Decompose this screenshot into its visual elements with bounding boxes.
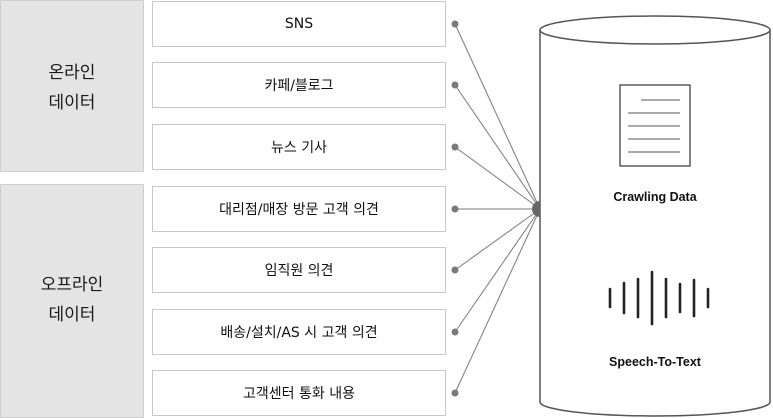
online-label-line2: 데이터 bbox=[48, 93, 96, 113]
connector-news bbox=[454, 146, 541, 210]
online-group-label: 온라인 데이터 bbox=[0, 58, 144, 118]
source-delivery-as: 배송/설치/AS 시 고객 의견 bbox=[152, 309, 446, 355]
crawling-data-label: Crawling Data bbox=[613, 190, 697, 204]
source-cafe-blog: 카페/블로그 bbox=[152, 62, 446, 108]
audio-waveform-icon bbox=[608, 270, 710, 326]
connector-delivery-as bbox=[454, 208, 541, 333]
connector-hub bbox=[532, 201, 540, 217]
connector-sns bbox=[454, 23, 541, 210]
source-employee: 임직원 의견 bbox=[152, 247, 446, 293]
online-data-group bbox=[0, 0, 144, 172]
offline-label-line1: 오프라인 bbox=[40, 275, 104, 295]
source-sns: SNS bbox=[152, 1, 446, 47]
source-news: 뉴스 기사 bbox=[152, 124, 446, 170]
connector-cafe-blog bbox=[454, 84, 541, 210]
speech-to-text-label: Speech-To-Text bbox=[609, 355, 701, 369]
offline-label-line2: 데이터 bbox=[48, 305, 96, 325]
connector-employee bbox=[454, 208, 541, 271]
connector-call-center bbox=[454, 208, 541, 394]
database-cylinder bbox=[539, 15, 771, 417]
connector-dots bbox=[451, 20, 459, 397]
document-icon bbox=[619, 84, 691, 167]
offline-data-group bbox=[0, 184, 144, 418]
source-store-visit: 대리점/매장 방문 고객 의견 bbox=[152, 186, 446, 232]
connectors bbox=[454, 23, 541, 394]
offline-group-label: 오프라인 데이터 bbox=[0, 270, 144, 330]
online-label-line1: 온라인 bbox=[48, 63, 96, 83]
source-call-center: 고객센터 통화 내용 bbox=[152, 370, 446, 416]
